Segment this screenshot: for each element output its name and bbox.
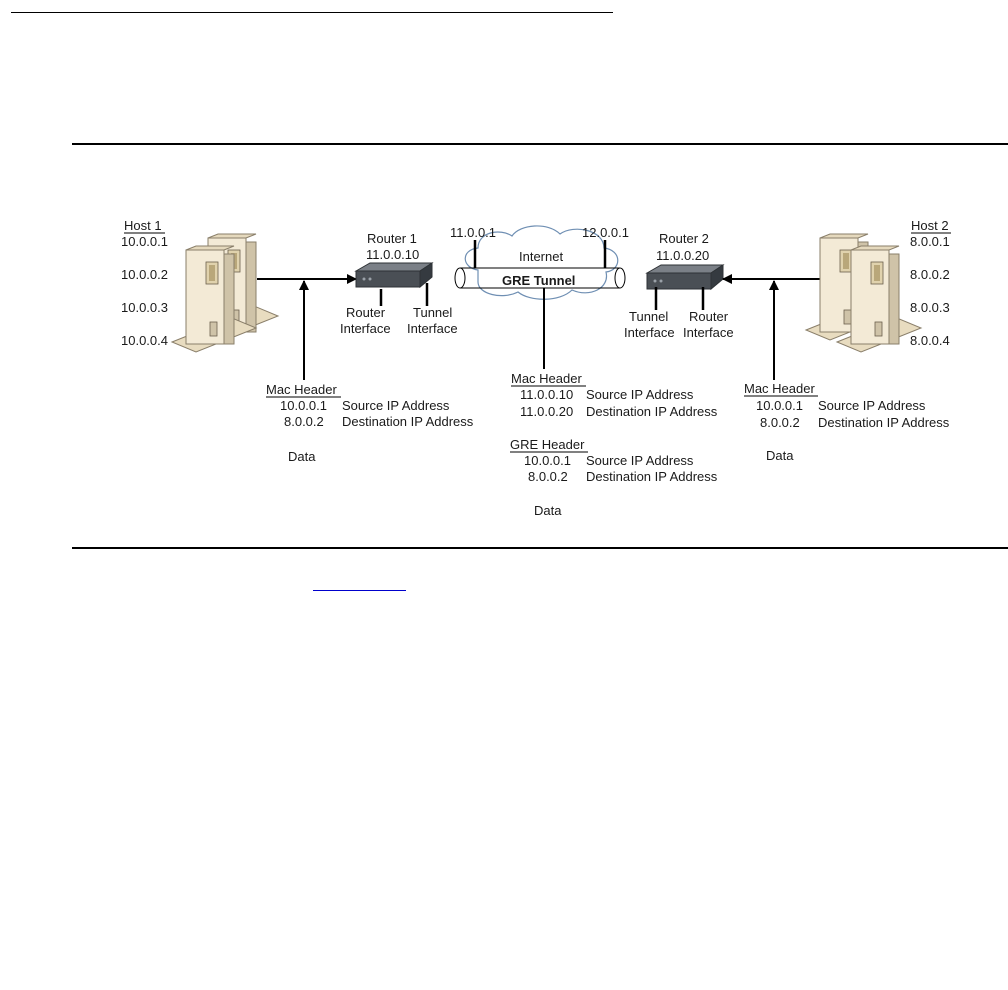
router1-interface-label: Router [346, 305, 386, 320]
router2-interface-label: Router [689, 309, 729, 324]
router2-interface-label: Interface [624, 325, 675, 340]
packet-center-desc: Source IP Address [586, 453, 694, 468]
packet-left-data: Data [288, 449, 316, 464]
packet-center-desc: Destination IP Address [586, 469, 718, 484]
router2-interface-label: Interface [683, 325, 734, 340]
host1-address: 10.0.0.1 [121, 234, 168, 249]
packet-left-desc: Destination IP Address [342, 414, 474, 429]
server-tower-icon [171, 233, 279, 353]
packet-center-desc: Source IP Address [586, 387, 694, 402]
packet-center-data: Data [534, 503, 562, 518]
router2-ip: 11.0.0.20 [656, 248, 709, 263]
packet-center-gre-header: GRE Header [510, 437, 585, 452]
packet-right-desc: Source IP Address [818, 398, 926, 413]
router2-interface-label: Tunnel [629, 309, 668, 324]
packet-right-ip: 8.0.0.2 [760, 415, 800, 430]
cloud-label: Internet [519, 249, 563, 264]
router-icon [355, 262, 433, 288]
packet-center-ip: 10.0.0.1 [524, 453, 571, 468]
router1-interface-label: Tunnel [413, 305, 452, 320]
router1-interface-label: Interface [407, 321, 458, 336]
packet-right-desc: Destination IP Address [818, 415, 950, 430]
host2-title: Host 2 [911, 218, 949, 233]
host1-address: 10.0.0.4 [121, 333, 168, 348]
router1-interface-label: Interface [340, 321, 391, 336]
tunnel-right-endpoint-ip: 12.0.0.1 [582, 225, 629, 240]
host1-address: 10.0.0.3 [121, 300, 168, 315]
host1-title: Host 1 [124, 218, 162, 233]
server-tower-icon [805, 233, 922, 353]
router1-name: Router 1 [367, 231, 417, 246]
tunnel-pipe-icon [454, 267, 626, 289]
packet-center-ip: 11.0.0.10 [520, 387, 573, 402]
host2-address: 8.0.0.4 [910, 333, 950, 348]
figure-link[interactable] [313, 590, 406, 591]
router-icon [646, 264, 724, 290]
packet-left-ip: 8.0.0.2 [284, 414, 324, 429]
host2-address: 8.0.0.2 [910, 267, 950, 282]
router2-name: Router 2 [659, 231, 709, 246]
host2-address: 8.0.0.3 [910, 300, 950, 315]
tunnel-left-endpoint-ip: 11.0.0.1 [450, 225, 496, 240]
packet-center-desc: Destination IP Address [586, 404, 718, 419]
host1-address: 10.0.0.2 [121, 267, 168, 282]
packet-left-header: Mac Header [266, 382, 337, 397]
packet-right-header: Mac Header [744, 381, 815, 396]
packet-left-desc: Source IP Address [342, 398, 450, 413]
tunnel-label: GRE Tunnel [502, 273, 575, 288]
router1-ip: 11.0.0.10 [366, 247, 419, 262]
packet-center-ip: 11.0.0.20 [520, 404, 573, 419]
packet-left-ip: 10.0.0.1 [280, 398, 327, 413]
packet-right-data: Data [766, 448, 794, 463]
figure-top-rule [72, 143, 1008, 145]
packet-center-ip: 8.0.0.2 [528, 469, 568, 484]
packet-center-mac-header: Mac Header [511, 371, 582, 386]
packet-right-ip: 10.0.0.1 [756, 398, 803, 413]
figure-bottom-rule [72, 547, 1008, 549]
top-rule [11, 12, 613, 13]
host2-address: 8.0.0.1 [910, 234, 950, 249]
